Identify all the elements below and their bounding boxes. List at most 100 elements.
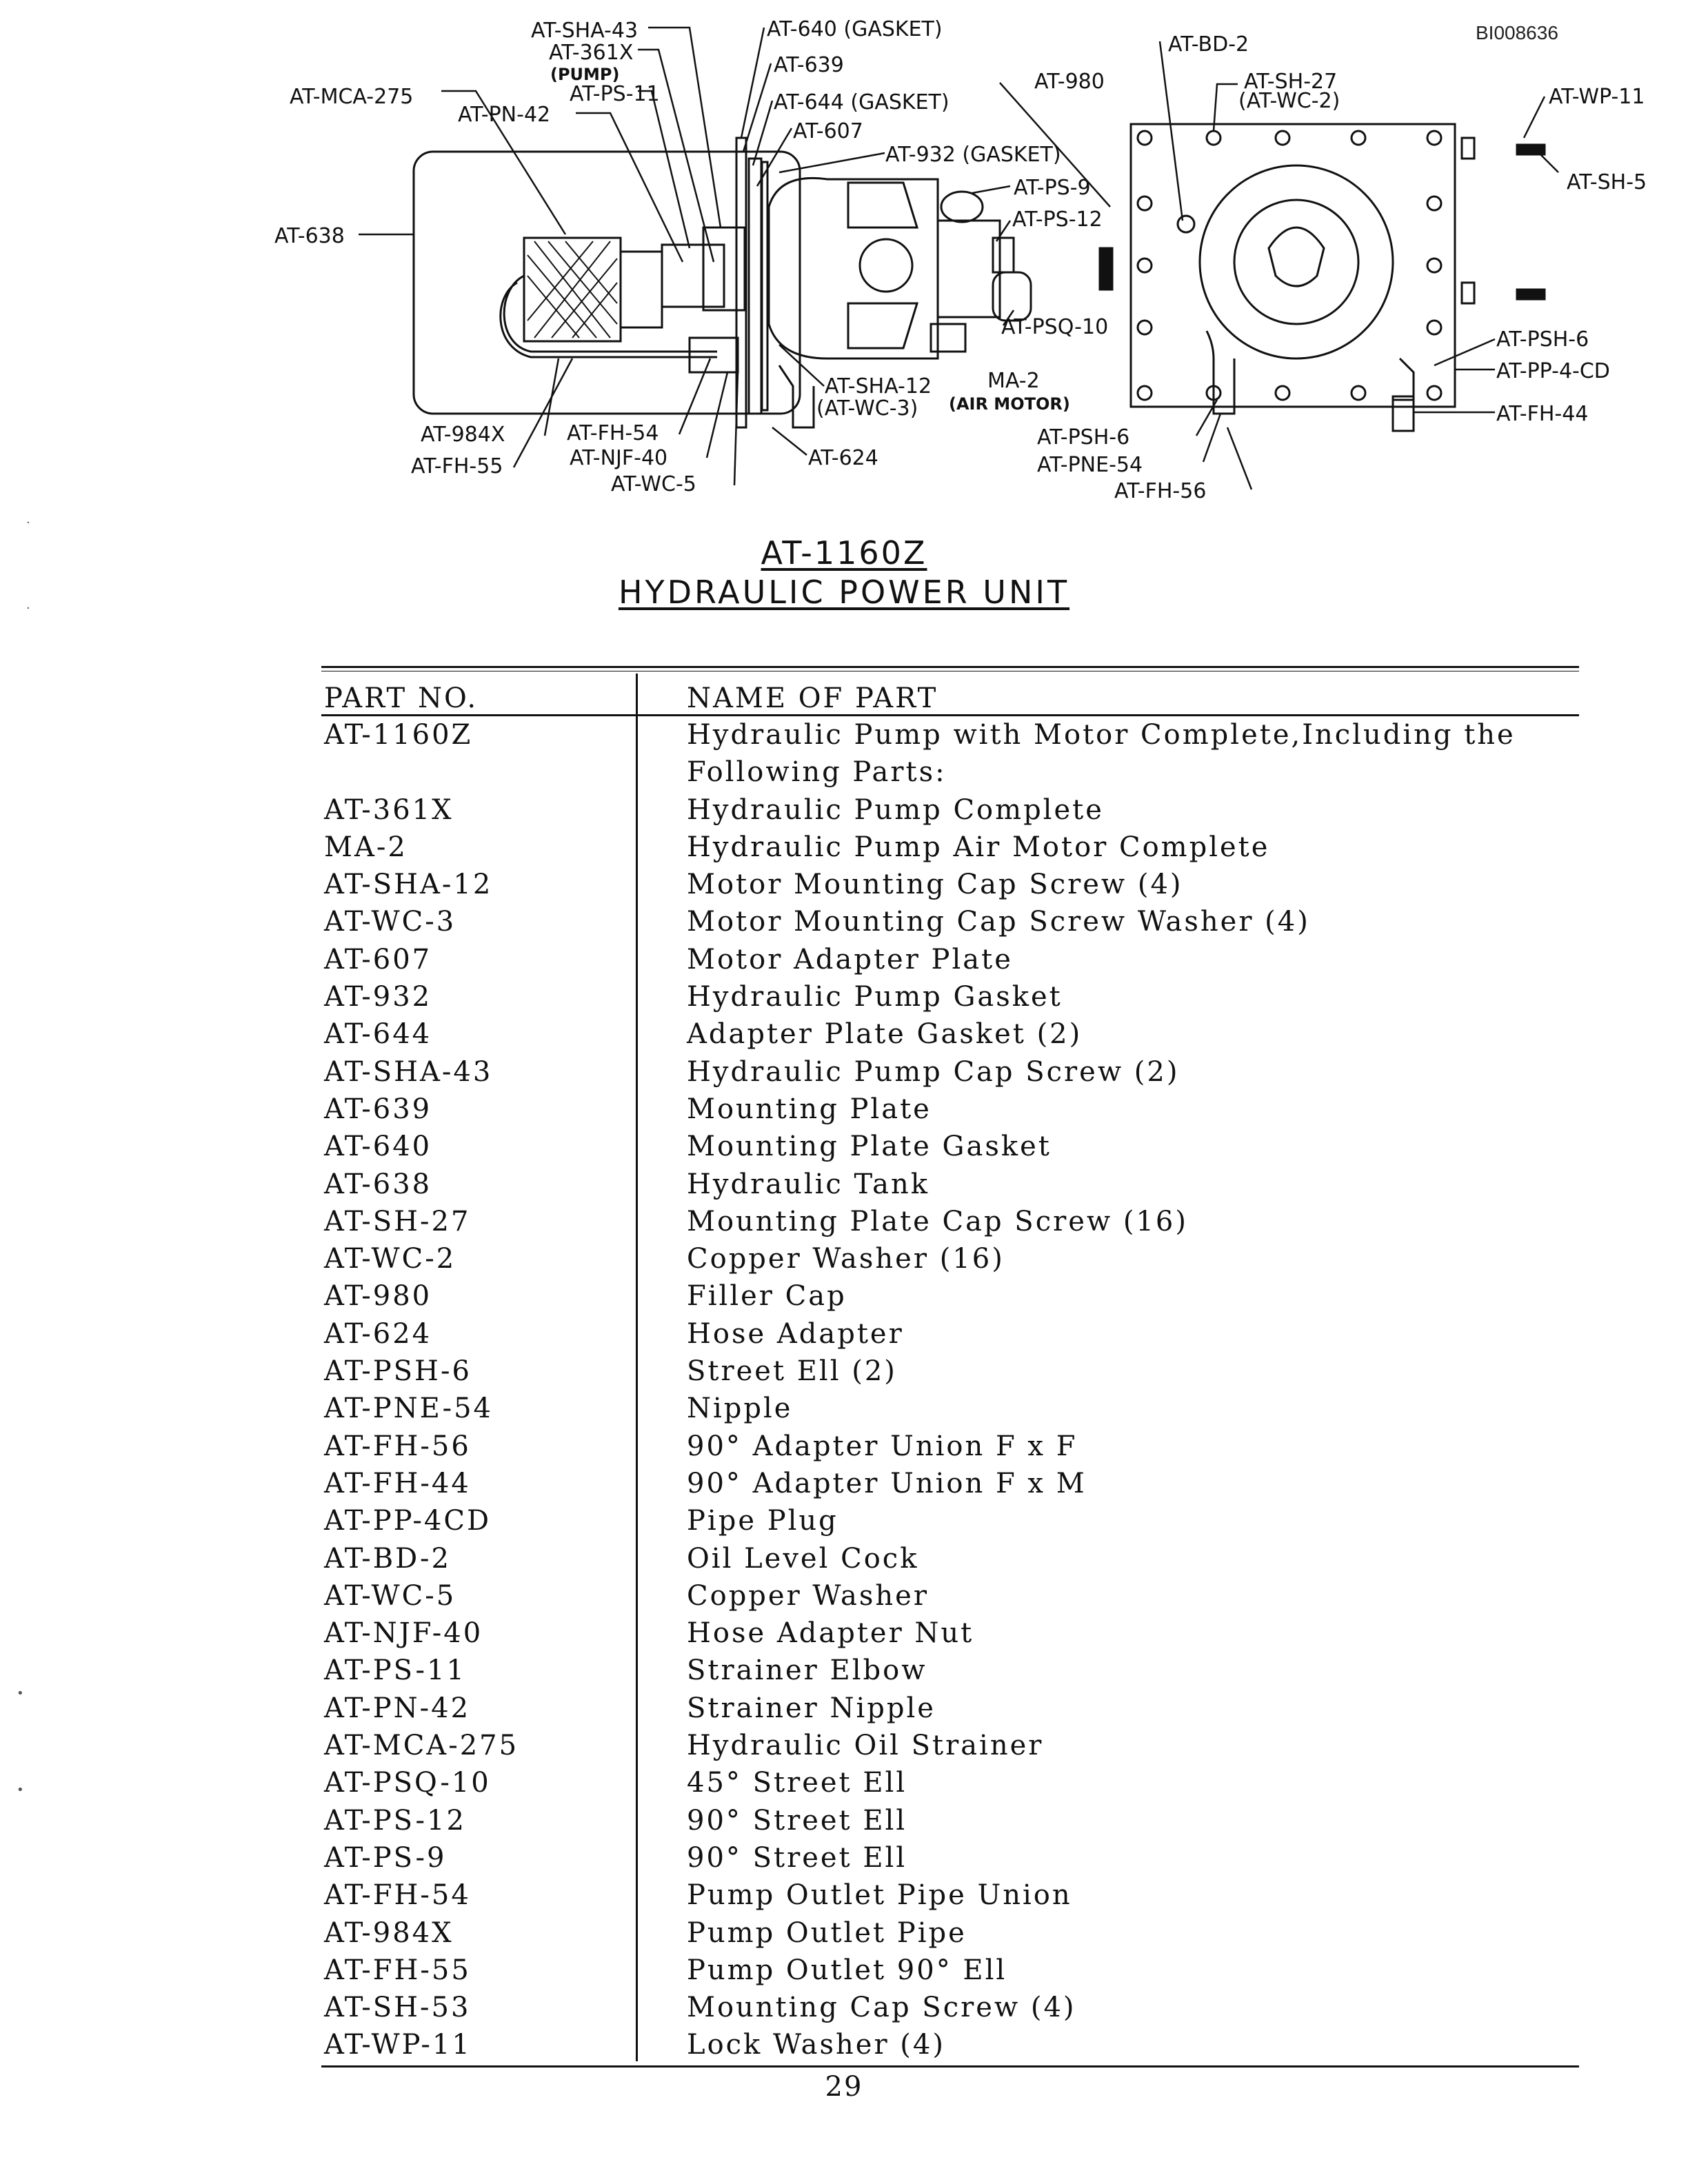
assembly-code: AT-1160Z: [761, 534, 927, 572]
label-at-sh-27: AT-SH-27: [1244, 70, 1337, 94]
part-name: Oil Level Cock: [687, 1542, 919, 1575]
part-number: AT-SHA-43: [324, 1055, 493, 1088]
table-header: PART NO. NAME OF PART: [321, 671, 1579, 716]
label-at-psh-6-right: AT-PSH-6: [1496, 327, 1589, 352]
motor-port: [858, 238, 914, 293]
street-ell-lower: [1205, 330, 1236, 415]
part-name: 90° Adapter Union F x M: [687, 1467, 1087, 1499]
motor-front-hub: [1233, 199, 1360, 325]
part-number: AT-FH-56: [324, 1430, 471, 1462]
side-tab-top: [1460, 136, 1476, 160]
adapter-plate: [747, 157, 763, 415]
label-at-wc-5: AT-WC-5: [611, 472, 696, 496]
label-at-ps-12: AT-PS-12: [1012, 208, 1103, 232]
motor-elbow: [992, 236, 1015, 274]
front-plate: [1129, 123, 1456, 408]
part-number: AT-639: [324, 1093, 432, 1125]
label-at-fh-54: AT-FH-54: [567, 421, 659, 445]
lock-washer-part: [1516, 288, 1546, 301]
label-at-wp-11: AT-WP-11: [1549, 85, 1645, 109]
part-name: Pump Outlet 90° Ell: [687, 1954, 1007, 1986]
assembly-name: HYDRAULIC POWER UNIT: [618, 574, 1070, 611]
pipe-plug: [1393, 357, 1415, 401]
part-number: AT-PSQ-10: [324, 1767, 491, 1799]
part-number: MA-2: [324, 831, 408, 863]
motor-front-fitting: [1267, 226, 1325, 287]
part-name: Hose Adapter Nut: [687, 1617, 974, 1650]
part-number: AT-PN-42: [324, 1692, 471, 1724]
label-at-638: AT-638: [274, 224, 345, 248]
part-name: 90° Street Ell: [687, 1804, 907, 1837]
label-at-pne-54: AT-PNE-54: [1037, 453, 1143, 477]
strainer-elbow: [661, 243, 725, 308]
side-tab-bottom: [1460, 281, 1476, 305]
table-row: AT-SHA-43 Hydraulic Pump Cap Screw (2): [321, 1053, 1579, 1091]
part-name: Copper Washer: [687, 1579, 929, 1612]
label-air-motor: (AIR MOTOR): [949, 394, 1070, 414]
label-at-wc-2: (AT-WC-2): [1238, 89, 1340, 113]
part-name: Pump Outlet Pipe: [687, 1917, 967, 1949]
part-name: Hydraulic Tank: [687, 1168, 930, 1200]
document-id: BI008636: [1476, 22, 1558, 43]
table-top-rule: [321, 666, 1579, 668]
label-at-wc-3: (AT-WC-3): [816, 396, 918, 421]
label-at-640: AT-640 (GASKET): [767, 17, 943, 41]
label-at-sh-5: AT-SH-5: [1567, 170, 1647, 194]
part-name: 90° Street Ell: [687, 1841, 907, 1874]
motor-outlet: [930, 323, 967, 353]
part-number: AT-BD-2: [324, 1542, 451, 1575]
part-number: AT-640: [324, 1131, 432, 1163]
part-number: AT-SHA-12: [324, 869, 493, 901]
part-name: Strainer Elbow: [687, 1655, 927, 1687]
part-name: Hydraulic Pump Cap Screw (2): [687, 1055, 1180, 1088]
motor-valve-housing: [936, 219, 1001, 318]
part-number: AT-607: [324, 943, 432, 975]
part-number: AT-644: [324, 1018, 432, 1051]
part-name: Pump Outlet Pipe Union: [687, 1879, 1072, 1912]
label-at-sha-43: AT-SHA-43: [531, 19, 638, 43]
header-part-no: PART NO.: [324, 682, 479, 714]
part-number: AT-MCA-275: [324, 1730, 519, 1762]
part-number: AT-WC-2: [324, 1243, 456, 1275]
label-pump: (PUMP): [550, 65, 620, 84]
label-at-sha-12: AT-SHA-12: [825, 374, 932, 398]
part-name: Filler Cap: [687, 1280, 847, 1313]
label-at-bd-2: AT-BD-2: [1168, 32, 1249, 57]
label-at-pp-4-cd: AT-PP-4-CD: [1496, 359, 1610, 383]
label-at-pn-42: AT-PN-42: [458, 103, 550, 127]
part-number: AT-WC-5: [324, 1579, 456, 1612]
table-row: AT-MCA-275 Hydraulic Oil Strainer: [321, 1727, 1579, 1764]
part-name: Street Ell (2): [687, 1355, 897, 1388]
label-at-607: AT-607: [793, 119, 863, 143]
part-number: AT-SH-53: [324, 1992, 471, 2024]
pipe-union: [688, 336, 739, 374]
motor-fin-top: [847, 181, 919, 229]
scan-mark: •: [17, 1686, 24, 1701]
filler-cap: [1098, 247, 1114, 291]
label-at-mca-275: AT-MCA-275: [290, 85, 413, 109]
table-row: AT-PSH-6 Street Ell (2): [321, 1353, 1579, 1390]
scan-mark: ·: [26, 601, 30, 616]
part-number: AT-PSH-6: [324, 1355, 472, 1388]
part-name: Motor Mounting Cap Screw Washer (4): [687, 906, 1310, 938]
part-name: Hydraulic Oil Strainer: [687, 1730, 1044, 1762]
